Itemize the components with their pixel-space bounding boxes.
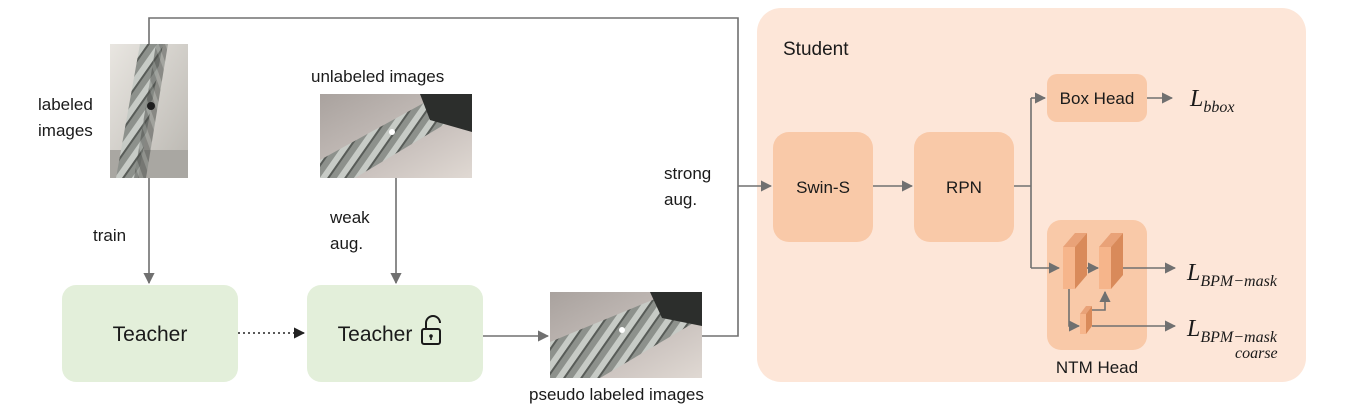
unlabeled-image (320, 94, 472, 178)
rpn-block (914, 132, 1014, 242)
labeled-images-label-1: labeled (38, 95, 93, 114)
unlocked-padlock-icon (421, 315, 441, 345)
teacher-left-box (62, 285, 238, 382)
swin-s-label: Swin-S (796, 178, 850, 197)
pseudo-to-student-line (702, 186, 739, 337)
weak-aug-label-1: weak (329, 208, 370, 227)
teacher-right-box (307, 285, 483, 382)
box-head-block (1047, 74, 1147, 122)
strong-aug-label-1: strong (664, 164, 711, 183)
strong-aug-label-2: aug. (664, 190, 697, 209)
loss-bpm-mask: LBPM−mask (1186, 260, 1278, 290)
labeled-image (110, 44, 188, 178)
labeled-images-label-2: images (38, 121, 93, 140)
ntm-coarse-to-fm2-line (1092, 290, 1111, 311)
loss-bpm-mask-coarse-sub: coarse (1235, 345, 1278, 362)
train-label: train (93, 226, 126, 245)
loss-bpm-mask-coarse: LBPM−mask (1186, 316, 1278, 346)
rpn-branch-line (1014, 98, 1032, 268)
ntm-head-label: NTM Head (1056, 358, 1138, 377)
pseudo-labeled-images-label: pseudo labeled images (529, 385, 704, 404)
pseudo-labeled-image (550, 292, 702, 378)
box-head-label: Box Head (1060, 89, 1135, 108)
ntm-head-block (1047, 220, 1147, 350)
teacher-right-label: Teacher (338, 323, 413, 346)
loss-bbox: Lbbox (1189, 86, 1234, 116)
weak-aug-label-2: aug. (330, 234, 363, 253)
ntm-coarse-feature-map (1080, 306, 1092, 334)
ntm-feature-map-1 (1063, 233, 1087, 289)
ntm-feature-map-2 (1099, 233, 1123, 289)
unlabeled-images-label: unlabeled images (311, 67, 444, 86)
swin-s-block (773, 132, 873, 242)
ntm-coarse-branch-line (1068, 289, 1081, 332)
rpn-label: RPN (946, 178, 982, 197)
labeled-to-student-line (148, 17, 739, 186)
teacher-left-label: Teacher (113, 323, 188, 346)
student-title: Student (783, 39, 849, 60)
